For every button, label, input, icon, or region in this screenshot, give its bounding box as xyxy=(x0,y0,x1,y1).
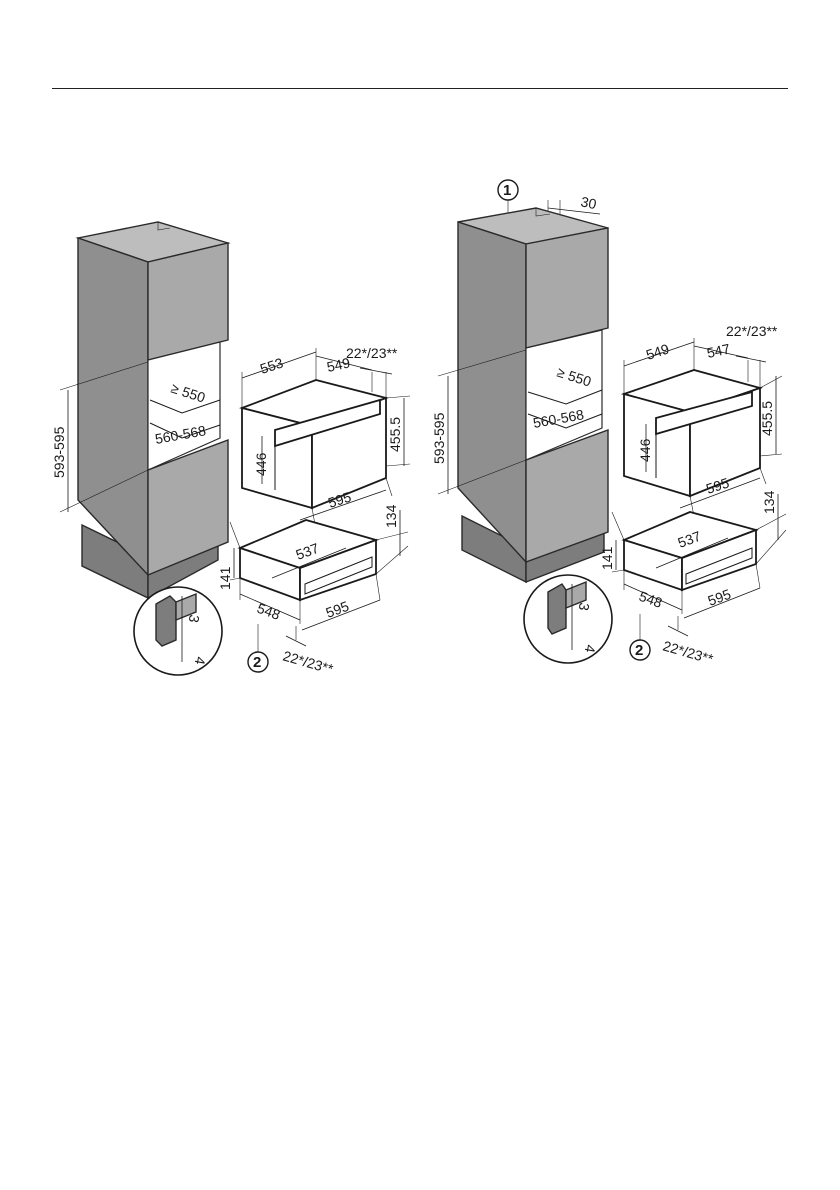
right-dim-drawer-height-total-label: 141 xyxy=(599,546,615,570)
right-dim-vent: 30 xyxy=(547,193,601,215)
right-detail-circle: 3 4 xyxy=(523,574,613,664)
left-dim-drawer-height-front-label: 134 xyxy=(383,504,399,528)
left-dim-front-offset-top-label: 22*/23** xyxy=(346,345,398,361)
right-tall-cabinet xyxy=(457,207,609,584)
left-dim-front-offset-bottom-label: 22*/23** xyxy=(281,648,335,678)
left-dim-drawer-body-depth-label: 548 xyxy=(255,600,283,623)
right-dim-front-offset-bottom-label: 22*/23** xyxy=(661,638,715,668)
right-marker-1: 1 xyxy=(497,179,519,218)
right-appliance xyxy=(620,369,764,498)
right-marker-2: 2 xyxy=(629,639,651,661)
right-dim-vent-gap-label: 30 xyxy=(579,193,598,212)
right-warming-drawer: 537 xyxy=(621,511,759,592)
right-marker-1-label: 1 xyxy=(503,182,511,199)
right-dim-appl-total-height-label: 455.5 xyxy=(759,401,775,436)
left-dim-niche-height: 593-595 xyxy=(51,361,149,513)
left-warming-drawer: 537 xyxy=(237,519,379,602)
left-marker-2: 2 xyxy=(247,651,269,673)
right-dim-niche-height: 593-595 xyxy=(431,349,527,495)
right-dim-drawer-width-label: 595 xyxy=(706,586,734,609)
right-dim-niche-height-label: 593-595 xyxy=(431,412,447,464)
right-dim-appl-body-depth-label: 547 xyxy=(705,340,731,361)
left-dim-appl-total-height-label: 455.5 xyxy=(387,417,403,452)
left-dim-niche-height-label: 593-595 xyxy=(51,426,67,478)
right-appliance-dims: 549 547 22*/23** 446 455.5 595 xyxy=(623,323,783,517)
left-detail-gap-bottom-label: 4 xyxy=(192,655,209,666)
left-appliance-dims: 553 549 22*/23** 446 455.5 595 xyxy=(241,345,411,531)
right-dim-drawer-body-depth-label: 548 xyxy=(637,588,665,611)
right-dim-appl-height-label: 446 xyxy=(637,438,653,462)
header-rule xyxy=(52,88,788,89)
left-dim-drawer-height-total-label: 141 xyxy=(217,566,233,590)
right-marker-2-label: 2 xyxy=(635,642,643,659)
left-appliance xyxy=(239,379,389,510)
left-dim-appl-width-label: 595 xyxy=(326,488,353,511)
right-dim-appl-depth-label: 549 xyxy=(644,340,671,363)
left-dim-drawer-width-label: 595 xyxy=(324,598,352,621)
left-detail-gap-top-label: 3 xyxy=(186,613,203,624)
left-dim-appl-body-depth-label: 549 xyxy=(325,354,351,375)
left-marker-2-label: 2 xyxy=(253,654,261,671)
right-detail-gap-bottom-label: 4 xyxy=(582,643,599,654)
right-dim-front-offset-top-label: 22*/23** xyxy=(726,323,778,339)
left-installation-drawing: 593-595 ≥ 550 560-568 553 549 22*/23** xyxy=(51,221,411,678)
right-detail-gap-top-label: 3 xyxy=(576,601,593,612)
left-dim-drawer-depth-label: 537 xyxy=(294,540,322,563)
left-detail-circle: 3 4 xyxy=(133,586,223,676)
right-dim-appl-width-label: 595 xyxy=(704,474,731,497)
right-installation-drawing: 1 30 593-595 xyxy=(431,179,787,668)
left-dim-appl-height-label: 446 xyxy=(253,452,269,476)
right-dim-drawer-depth-label: 537 xyxy=(676,528,704,551)
right-dim-drawer-height-front-label: 134 xyxy=(761,490,777,514)
left-dim-appl-depth-label: 553 xyxy=(258,354,285,377)
left-tall-cabinet xyxy=(75,221,231,600)
